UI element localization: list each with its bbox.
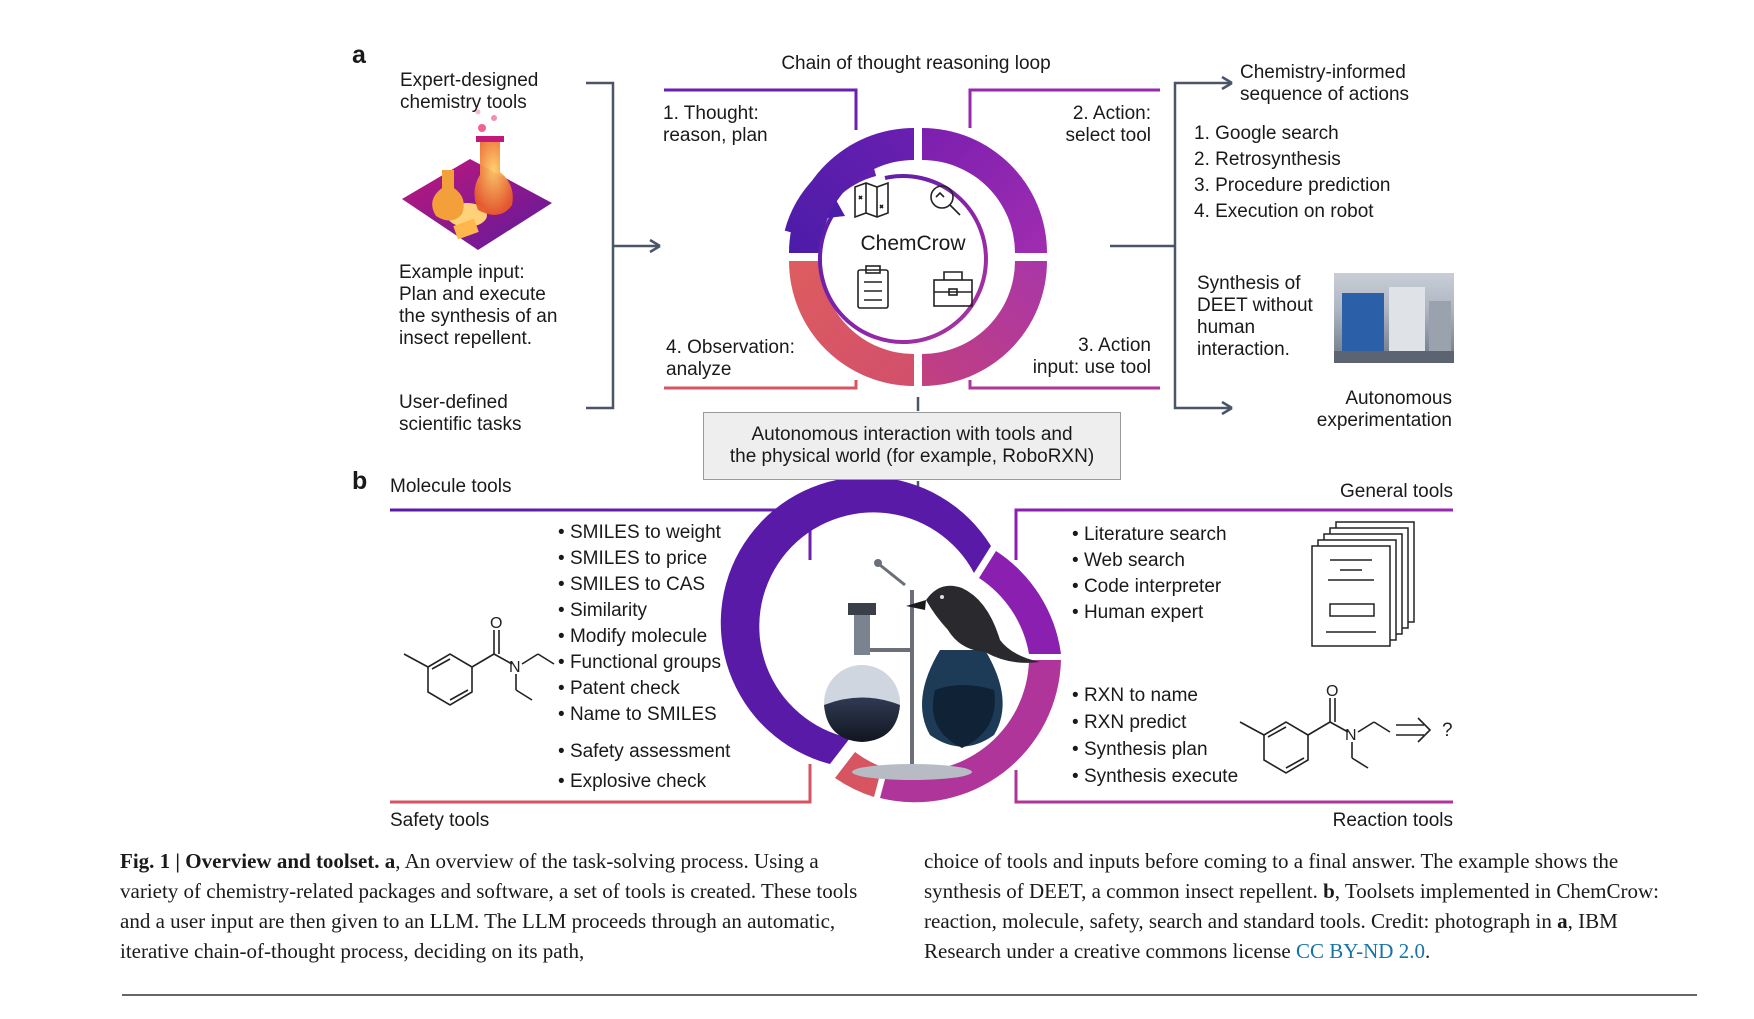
- safety-tools-list: Safety assessment Explosive check: [558, 737, 731, 797]
- deet-molecule-reaction: [1239, 698, 1432, 774]
- sequence-title: Chemistry-informed sequence of actions: [1240, 62, 1410, 105]
- chemcrow-label: ChemCrow: [860, 232, 966, 255]
- molecule-tool: Modify molecule: [558, 624, 721, 650]
- license-link[interactable]: CC BY-ND 2.0: [1296, 939, 1425, 963]
- molecule-tool: SMILES to price: [558, 546, 721, 572]
- document-stack-icon: [1311, 521, 1415, 647]
- ring-segment-thought-full: [789, 128, 914, 253]
- reaction-tool: Synthesis execute: [1072, 763, 1238, 790]
- molecule-tool: Patent check: [558, 676, 721, 702]
- general-tools-list: Literature search Web search Code interp…: [1072, 522, 1227, 626]
- connector-thought: [664, 88, 858, 130]
- reaction-tools-list: RXN to name RXN predict Synthesis plan S…: [1072, 682, 1238, 790]
- step-action: 2. Action: select tool: [1065, 103, 1151, 146]
- molecule-tools-list: SMILES to weight SMILES to price SMILES …: [558, 520, 721, 728]
- synthesis-note: Synthesis of DEET without human interact…: [1197, 273, 1313, 360]
- ring-segment-action: [922, 128, 1047, 253]
- ring-segment-action-input: [922, 261, 1047, 386]
- flask-stand-icon: [824, 559, 1003, 780]
- atom-o-left: O: [490, 615, 502, 632]
- general-tool: Web search: [1072, 548, 1227, 574]
- unknown-product: ?: [1442, 720, 1453, 741]
- crow-icon: [906, 585, 1040, 663]
- molecule-tool: SMILES to weight: [558, 520, 721, 546]
- atom-o-right: O: [1326, 683, 1338, 700]
- reaction-tools-line: [1014, 770, 1453, 804]
- expert-tools-label: Expert-designed chemistry tools: [400, 70, 539, 113]
- ring-molecule: [720, 476, 991, 764]
- general-tool: Code interpreter: [1072, 574, 1227, 600]
- caption-right-text-2: , Toolsets implemented in ChemCrow: reac…: [924, 879, 1659, 933]
- sequence-item: 4. Execution on robot: [1194, 201, 1374, 222]
- figure-label: Fig. 1 | Overview and toolset.: [120, 849, 380, 873]
- caption-left: Fig. 1 | Overview and toolset. a, An ove…: [120, 846, 880, 966]
- molecule-tool: Name to SMILES: [558, 702, 721, 728]
- user-tasks-label: User-defined scientific tasks: [399, 392, 522, 435]
- ring-reaction: [880, 660, 1061, 803]
- step-observation: 4. Observation: analyze: [666, 337, 795, 380]
- input-bracket: [586, 81, 661, 410]
- general-tools-line: [1014, 508, 1453, 560]
- clipboard-icon: [857, 265, 889, 309]
- caption-ref-b: b: [1323, 879, 1335, 903]
- step-thought: 1. Thought: reason, plan: [663, 103, 768, 146]
- molecule-tools-title: Molecule tools: [390, 476, 512, 497]
- molecule-tool: Functional groups: [558, 650, 721, 676]
- interaction-box: Autonomous interaction with tools and th…: [703, 412, 1121, 480]
- reaction-tool: Synthesis plan: [1072, 736, 1238, 763]
- output-bracket: [1110, 75, 1233, 416]
- general-tools-title: General tools: [1339, 481, 1453, 502]
- autonomous-label: Autonomous experimentation: [1316, 388, 1452, 431]
- example-input: Example input: Plan and execute the synt…: [399, 262, 558, 349]
- atom-n-right: N: [1345, 727, 1357, 744]
- chemistry-tools-illustration: [402, 109, 552, 250]
- caption-right-text-1: choice of tools and inputs before coming…: [924, 849, 1619, 903]
- connector-action-input: [968, 380, 1160, 390]
- caption-left-text: , An overview of the task-solving proces…: [120, 849, 858, 963]
- step-action-input: 3. Action input: use tool: [1032, 335, 1151, 378]
- sequence-list: 1. Google search 2. Retrosynthesis 3. Pr…: [1194, 121, 1390, 225]
- deet-molecule: [403, 630, 555, 706]
- sequence-item: 1. Google search: [1194, 123, 1339, 144]
- safety-tool: Explosive check: [558, 767, 730, 797]
- connector-observation: [664, 380, 858, 390]
- caption-right-text-3: , IBM Research under a creative commons …: [924, 909, 1618, 963]
- magnifier-icon: [930, 185, 961, 216]
- safety-tools-line: [390, 764, 812, 804]
- map-icon: [854, 181, 889, 219]
- sequence-item: 3. Procedure prediction: [1194, 175, 1391, 196]
- general-tool: Human expert: [1072, 600, 1227, 626]
- safety-tool: Safety assessment: [558, 737, 731, 767]
- caption-end: .: [1424, 939, 1431, 963]
- caption-ref-a2: a: [1557, 909, 1568, 933]
- safety-tools-title: Safety tools: [390, 810, 490, 831]
- molecule-tool: Similarity: [558, 598, 721, 624]
- reasoning-loop-ring: [784, 128, 1047, 386]
- caption-ref-a: a: [384, 849, 396, 873]
- lab-robot-photo: [1334, 273, 1454, 363]
- general-tool: Literature search: [1072, 522, 1227, 548]
- atom-n-left: N: [509, 659, 521, 676]
- panel-b-label: b: [352, 467, 368, 495]
- panel-a-label: a: [352, 41, 366, 69]
- reaction-tool: RXN predict: [1072, 709, 1238, 736]
- toolset-ring: [720, 476, 1061, 803]
- sequence-item: 2. Retrosynthesis: [1194, 149, 1341, 170]
- ring-general: [979, 551, 1061, 654]
- ring-segment-observation: [789, 261, 914, 386]
- connector-action: [968, 88, 1160, 128]
- loop-title: Chain of thought reasoning loop: [781, 53, 1051, 74]
- reaction-tool: RXN to name: [1072, 682, 1238, 709]
- toolbox-icon: [933, 271, 973, 307]
- reaction-tools-title: Reaction tools: [1332, 810, 1453, 831]
- caption-right: choice of tools and inputs before coming…: [924, 846, 1684, 966]
- inner-loop-arrow: [817, 174, 988, 345]
- molecule-tool: SMILES to CAS: [558, 572, 721, 598]
